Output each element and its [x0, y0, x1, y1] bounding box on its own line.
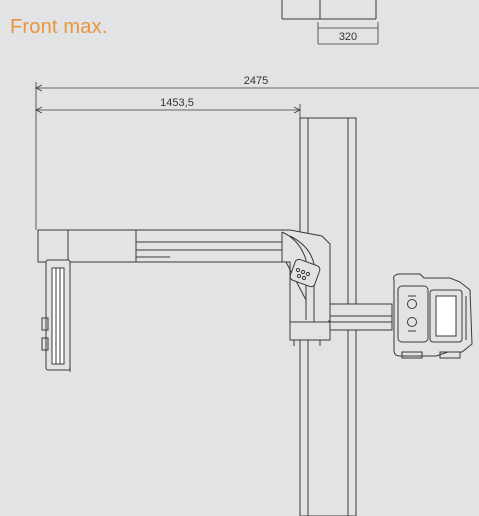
arm-control-buttons	[289, 258, 321, 288]
dimension-overall: 2475	[35, 75, 479, 230]
dimension-arm: 1453,5	[35, 97, 301, 118]
dimension-arm-reach: 1453,5	[160, 97, 194, 109]
tube-arm-connector	[289, 303, 393, 346]
view-title: Front max.	[10, 16, 108, 38]
top-view-fragment: 320	[281, 0, 379, 45]
dimension-top-width: 320	[339, 31, 357, 43]
xray-tube-head	[393, 273, 473, 359]
dimension-overall-width: 2475	[244, 75, 268, 87]
detector-panel	[37, 229, 71, 372]
horizontal-arm	[37, 229, 331, 337]
